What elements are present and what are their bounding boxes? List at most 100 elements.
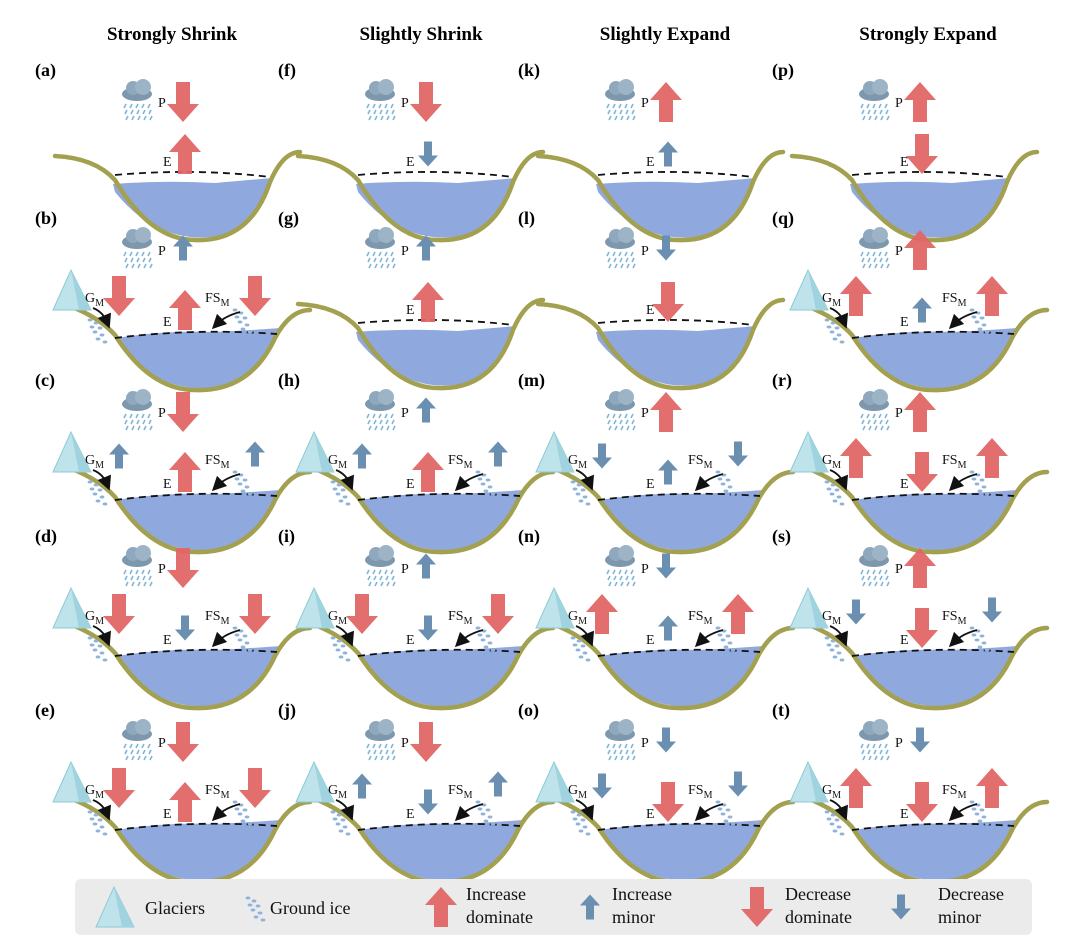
frozen-soil-melt-flow-arrow [211, 311, 241, 330]
rain-drop [861, 109, 865, 115]
rain-drop [878, 413, 882, 419]
frozen-soil-melt-flow-arrow [694, 629, 724, 648]
rain-drop [625, 419, 629, 425]
rain-drop [632, 263, 636, 269]
lake-water [854, 820, 1017, 881]
valley-bank [295, 297, 546, 391]
evaporation-arrow [652, 282, 684, 322]
ground-ice-dot [338, 655, 344, 659]
ground-ice-dot [99, 495, 105, 499]
cloud-puff [135, 79, 151, 95]
rain-drop [874, 115, 878, 121]
evaporation-label: E [900, 633, 909, 648]
rain-drop [141, 103, 145, 109]
glacier-icon [295, 760, 335, 803]
ground-ice-dot [981, 485, 987, 489]
evaporation-label: E [163, 155, 172, 170]
ground-ice-dot [330, 636, 336, 640]
ground-ice-dot [580, 644, 586, 648]
ground-ice-dot [340, 644, 346, 648]
rain-drop [632, 425, 636, 431]
rain-drop [884, 413, 888, 419]
frozen-soil-melt-subscript: M [958, 298, 967, 309]
ground-ice-dot [836, 825, 842, 829]
legend-increase-minor-line2: minor [612, 907, 655, 927]
rain-drop [372, 743, 376, 749]
ground-ice-dot [332, 643, 338, 647]
ground-ice-dot [715, 800, 721, 804]
rain-drop [129, 413, 133, 419]
legend-decrease-minor-arrow [891, 894, 911, 920]
rain-drop [129, 743, 133, 749]
precipitation-label: P [158, 562, 166, 577]
ground-ice-dot [725, 808, 731, 812]
ground-ice-dot [984, 492, 990, 496]
valley-bank [535, 297, 786, 391]
glacier-melt-arrow [840, 768, 872, 808]
frozen-soil-melt-label: FSM [205, 609, 230, 627]
ground-ice-dot [89, 643, 95, 647]
ground-ice-icon [232, 308, 253, 334]
rain-drop [614, 755, 618, 761]
glacier-melt-subscript: M [832, 298, 841, 309]
evaporation-arrow [412, 452, 444, 492]
rain-drop [142, 257, 146, 263]
rain-drop [608, 115, 612, 121]
rain-drop [392, 581, 396, 587]
precipitation-label: P [158, 406, 166, 421]
evaporation-arrow [906, 452, 938, 492]
precipitation-arrow [656, 235, 676, 261]
original-waterline [597, 648, 761, 657]
ground-ice-dot [839, 502, 845, 506]
rain-drop [620, 425, 624, 431]
ground-ice-dot [332, 817, 338, 821]
panel-label: (n) [518, 526, 540, 547]
original-waterline [114, 330, 278, 339]
ground-ice-icon [969, 470, 990, 496]
ground-ice-dot [240, 327, 246, 331]
frozen-soil-melt-subscript: M [704, 460, 713, 471]
panel-label: (t) [772, 700, 790, 721]
rain-drop [366, 743, 370, 749]
ground-ice-dot [824, 636, 830, 640]
rain-drop [368, 755, 372, 761]
ground-ice-dot [576, 813, 582, 817]
ground-ice-dot [969, 308, 975, 312]
ground-ice-dot [99, 333, 105, 337]
rain-drop [868, 755, 872, 761]
evaporation-label: E [163, 807, 172, 822]
glacier-melt-flow-arrow [92, 799, 112, 821]
ground-ice-dot [585, 658, 591, 662]
rain-drop [384, 413, 388, 419]
valley-bank [804, 621, 1050, 711]
evaporation-arrow [658, 141, 678, 167]
rain-drop [861, 575, 865, 581]
rain-cloud-icon [122, 545, 153, 587]
precipitation-arrow [904, 392, 936, 432]
precipitation-label: P [641, 562, 649, 577]
lake-water [117, 328, 280, 389]
ground-ice-dot [834, 488, 840, 492]
ground-ice-dot [829, 822, 835, 826]
rain-drop [867, 749, 871, 755]
ground-ice-dot [727, 485, 733, 489]
rain-drop [631, 109, 635, 115]
ground-ice-dot [480, 482, 486, 486]
cloud-puff [378, 79, 394, 95]
ground-ice-dot [832, 655, 838, 659]
cloud-puff [872, 719, 888, 735]
frozen-soil-melt-subscript: M [221, 460, 230, 471]
precipitation-arrow [650, 82, 682, 122]
precipitation-arrow [910, 727, 930, 753]
ground-ice-dot [570, 480, 576, 484]
precipitation-label: P [895, 406, 903, 421]
ground-ice-dot [969, 800, 975, 804]
legend-decrease-dominate-line2: dominate [785, 907, 852, 927]
legend-glaciers-label: Glaciers [145, 898, 205, 918]
panel-label: (r) [772, 370, 792, 391]
ground-ice-dot [247, 903, 253, 907]
original-waterline [851, 330, 1015, 339]
column-title: Slightly Expand [600, 24, 731, 45]
rain-cloud-icon [605, 79, 636, 121]
